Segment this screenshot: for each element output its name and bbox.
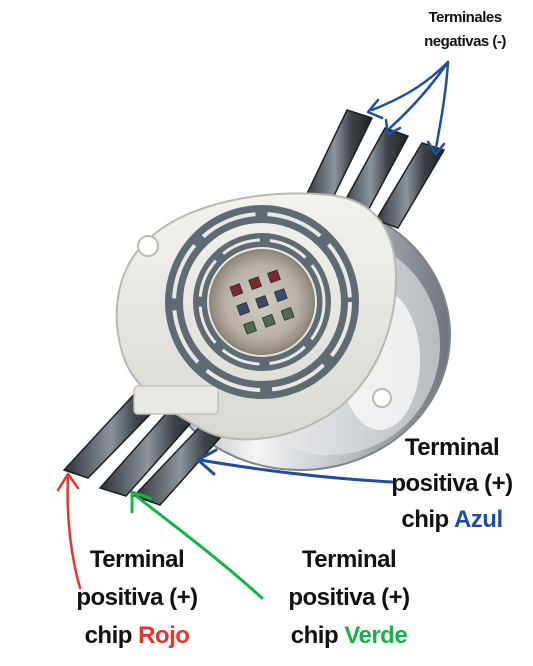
led-chip-die — [280, 307, 295, 321]
led-chip-grid — [229, 269, 295, 335]
label-azul-line2: positiva (+) — [391, 470, 513, 497]
arrow-azul-head — [196, 448, 218, 476]
label-positive-verde: Terminal positiva (+) chip Verde — [274, 541, 424, 655]
label-rojo-line1: Terminal — [89, 546, 185, 573]
led-chip-die — [273, 288, 288, 303]
led-chip-die — [267, 269, 281, 284]
arrow-azul — [198, 458, 394, 484]
label-rojo-prefix: chip — [84, 622, 133, 649]
label-negative-terminals: Terminales negativas (-) — [400, 6, 530, 54]
led-chip-die — [261, 313, 276, 328]
arrows — [56, 60, 450, 600]
arrow-negative-2 — [388, 60, 450, 130]
negative-terminals — [302, 109, 446, 229]
arrow-verde-head — [130, 490, 152, 514]
led-chip-die — [243, 320, 257, 335]
label-positive-azul: Terminal positiva (+) chip Azul — [386, 430, 518, 538]
arrow-rojo — [66, 476, 82, 590]
label-verde-prefix: chip — [290, 622, 339, 649]
arrow-rojo-head — [56, 472, 80, 492]
led-rings — [165, 205, 359, 399]
label-azul-line1: Terminal — [404, 434, 500, 461]
label-rojo-line2: positiva (+) — [76, 584, 198, 611]
led-chip-die — [255, 295, 269, 309]
label-negative-line1: Terminales — [428, 9, 502, 26]
arrow-negative-2-head — [384, 118, 402, 136]
label-positive-rojo: Terminal positiva (+) chip Rojo — [62, 541, 212, 655]
label-rojo-color-word: Rojo — [138, 622, 190, 649]
led-chip-die — [236, 301, 251, 316]
label-azul-prefix: chip — [401, 506, 449, 533]
label-verde-line1: Terminal — [301, 546, 397, 573]
led-chip-die — [229, 283, 244, 297]
led-chip-die — [248, 276, 263, 291]
arrow-negative-1 — [370, 60, 450, 112]
arrow-verde — [134, 494, 264, 600]
label-verde-color-word: Verde — [344, 622, 408, 649]
label-verde-line2: positiva (+) — [288, 584, 410, 611]
arrow-negative-1-head — [366, 98, 384, 120]
arrow-negative-3-head — [426, 140, 446, 156]
arrow-negative-3 — [434, 60, 450, 150]
label-negative-line2: negativas (-) — [424, 33, 506, 50]
label-azul-color-word: Azul — [453, 506, 503, 533]
